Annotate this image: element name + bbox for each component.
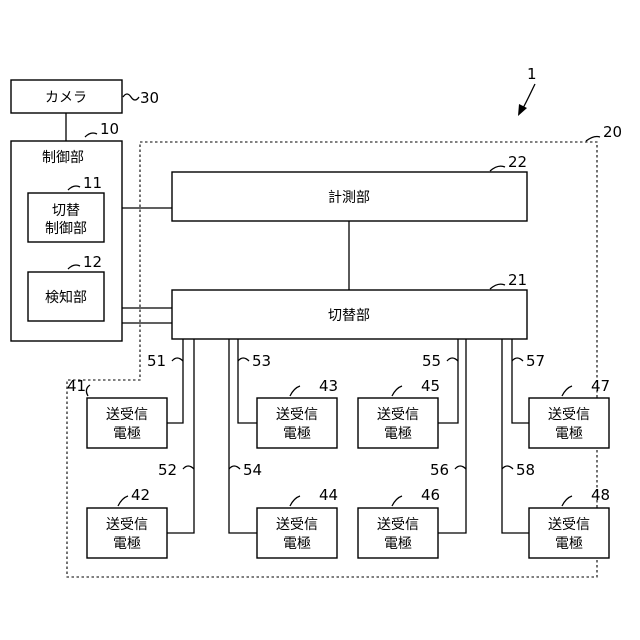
system-ref-arrowhead — [518, 104, 527, 116]
electrode-line2: 電極 — [283, 426, 311, 442]
switch-controller-line1: 切替 — [52, 203, 80, 219]
electrode-line1: 送受信 — [106, 517, 148, 533]
electrode-line1: 送受信 — [276, 517, 318, 533]
switch-controller-line2: 制御部 — [45, 221, 87, 237]
wire-52 — [167, 339, 194, 533]
electrode-44: 送受信 電極 44 — [257, 486, 338, 558]
electrode-line2: 電極 — [555, 426, 583, 442]
electrode-ref-leader — [290, 496, 300, 506]
electrode-line1: 送受信 — [548, 517, 590, 533]
electrode-line2: 電極 — [113, 426, 141, 442]
camera-ref-leader — [123, 94, 139, 100]
electrode-ref: 48 — [591, 486, 610, 504]
electrode-line1: 送受信 — [377, 407, 419, 423]
wire-56 — [438, 339, 466, 533]
system-ref: 1 — [527, 65, 537, 83]
controller-label: 制御部 — [42, 150, 84, 166]
electrode-ref-leader — [86, 385, 90, 396]
wire-ref-55: 55 — [422, 352, 441, 370]
electrode-ref-leader — [562, 386, 572, 396]
electrode-ref: 45 — [421, 377, 440, 395]
electrode-ref: 42 — [131, 486, 150, 504]
wire-58 — [502, 339, 529, 533]
electrode-ref: 43 — [319, 377, 338, 395]
wire-ref-leader — [238, 358, 249, 361]
detector-ref: 12 — [83, 253, 102, 271]
electrode-line1: 送受信 — [548, 407, 590, 423]
wire-ref-leader — [512, 358, 523, 361]
measurement-ref: 22 — [508, 153, 527, 171]
sensor-unit-ref: 20 — [603, 123, 622, 141]
wire-ref-52: 52 — [158, 461, 177, 479]
electrode-ref-leader — [118, 496, 128, 506]
electrode-47: 送受信 電極 47 — [529, 377, 610, 448]
controller-ref: 10 — [100, 120, 119, 138]
wire-ref-leader — [183, 466, 194, 469]
electrode-48: 送受信 電極 48 — [529, 486, 610, 558]
electrode-ref-leader — [392, 496, 402, 506]
measurement-label: 計測部 — [328, 190, 370, 206]
electrode-41: 送受信 電極 41 — [67, 377, 167, 448]
wire-ref-58: 58 — [516, 461, 535, 479]
electrode-line2: 電極 — [555, 536, 583, 552]
switcher-label: 切替部 — [328, 308, 370, 324]
controller-ref-leader — [85, 133, 97, 137]
electrode-line2: 電極 — [113, 536, 141, 552]
measurement-ref-leader — [490, 166, 505, 171]
electrode-ref: 41 — [67, 377, 86, 395]
electrode-ref: 47 — [591, 377, 610, 395]
detector-label: 検知部 — [45, 289, 87, 306]
sensor-unit-ref-leader — [586, 137, 600, 142]
wire-ref-leader — [502, 466, 513, 469]
electrode-ref-leader — [392, 386, 402, 396]
electrode-42: 送受信 電極 42 — [87, 486, 167, 558]
wire-ref-leader — [447, 358, 458, 361]
wire-ref-51: 51 — [147, 352, 166, 370]
electrode-45: 送受信 電極 45 — [358, 377, 440, 448]
wire-ref-leader — [172, 358, 183, 361]
electrode-line1: 送受信 — [276, 407, 318, 423]
camera-label: カメラ — [45, 90, 87, 106]
wire-ref-54: 54 — [243, 461, 262, 479]
wire-51 — [167, 339, 183, 423]
electrode-line1: 送受信 — [377, 517, 419, 533]
electrode-ref-leader — [290, 386, 300, 396]
electrode-46: 送受信 電極 46 — [358, 486, 440, 558]
wire-ref-leader — [229, 466, 240, 469]
switcher-ref-leader — [490, 284, 505, 289]
electrode-ref: 46 — [421, 486, 440, 504]
system-ref-arrow — [522, 84, 535, 110]
electrode-ref: 44 — [319, 486, 338, 504]
switcher-ref: 21 — [508, 271, 527, 289]
electrode-ref-leader — [562, 496, 572, 506]
wire-ref-56: 56 — [430, 461, 449, 479]
electrode-line2: 電極 — [384, 536, 412, 552]
electrode-line2: 電極 — [283, 536, 311, 552]
switch-controller-ref: 11 — [83, 174, 102, 192]
wire-ref-53: 53 — [252, 352, 271, 370]
camera-ref: 30 — [140, 89, 159, 107]
wire-ref-57: 57 — [526, 352, 545, 370]
electrode-line2: 電極 — [384, 426, 412, 442]
wire-ref-leader — [455, 466, 466, 469]
electrode-43: 送受信 電極 43 — [257, 377, 338, 448]
electrode-line1: 送受信 — [106, 407, 148, 423]
